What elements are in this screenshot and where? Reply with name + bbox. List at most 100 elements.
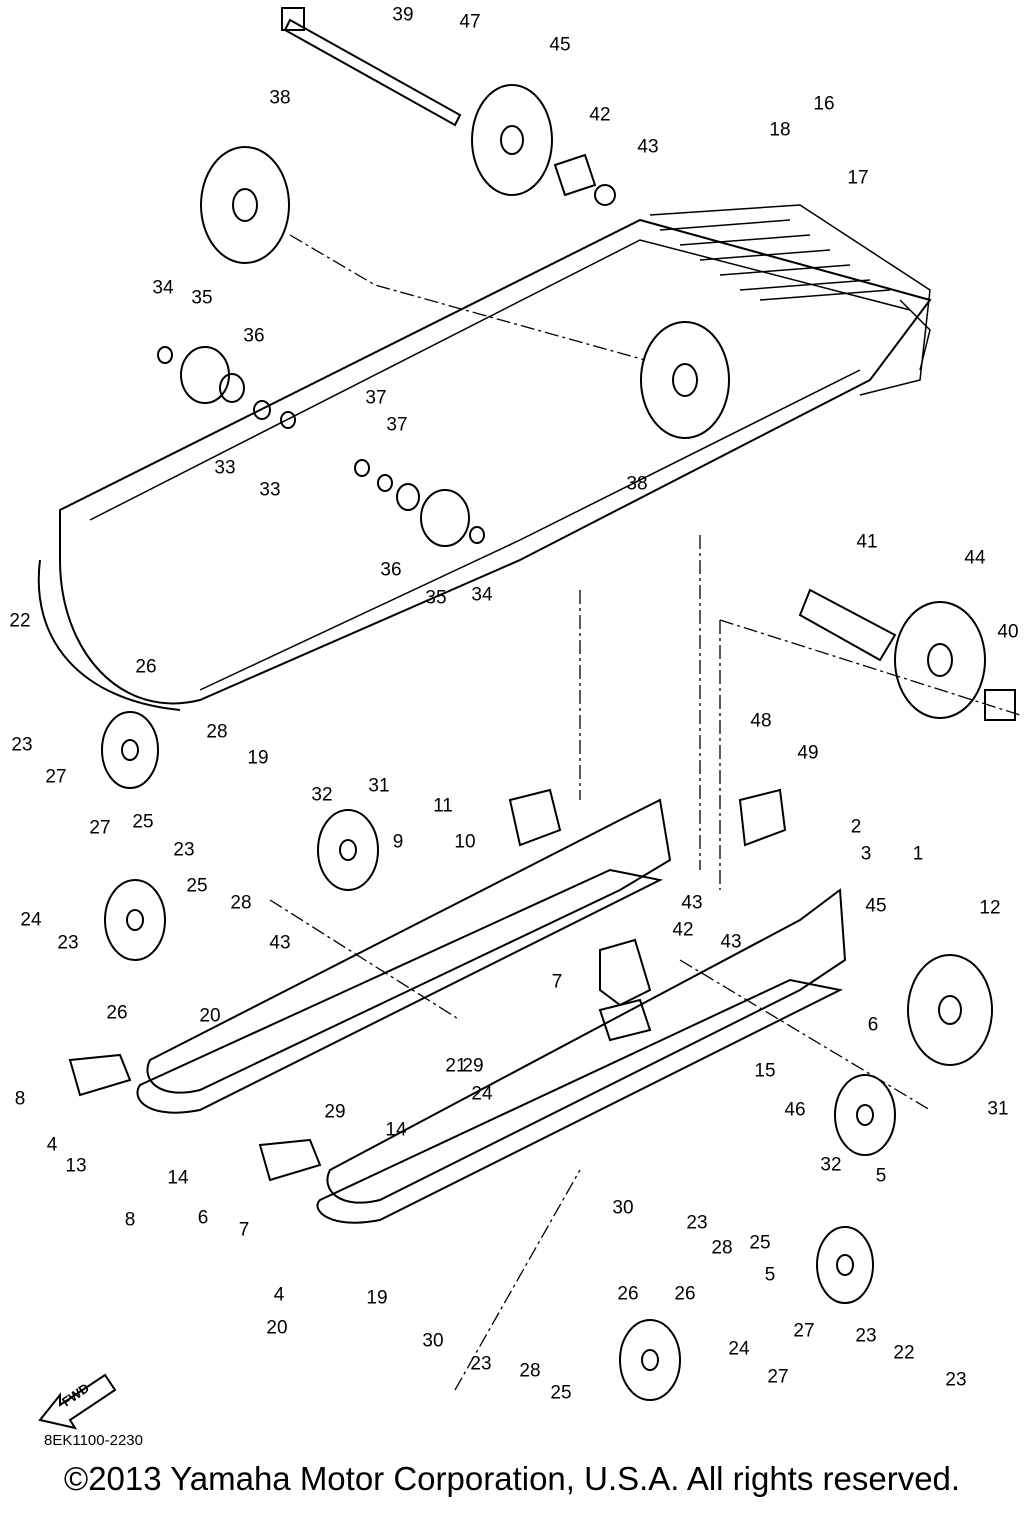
- callout-16: 16: [813, 93, 835, 115]
- callout-30: 30: [612, 1197, 634, 1219]
- fwd-arrow: FWD: [38, 1373, 117, 1430]
- callout-38: 38: [269, 87, 291, 109]
- callout-27: 27: [793, 1320, 815, 1342]
- callout-23: 23: [173, 839, 195, 861]
- callout-46: 46: [784, 1099, 806, 1121]
- callout-4: 4: [273, 1284, 285, 1306]
- callout-28: 28: [206, 721, 228, 743]
- washer-33-mid: [377, 474, 393, 492]
- callout-23: 23: [11, 734, 33, 756]
- callout-5: 5: [875, 1165, 887, 1187]
- wheel-26-a: [101, 711, 159, 789]
- stopper-6-right: [258, 1138, 322, 1182]
- callout-31: 31: [987, 1098, 1009, 1120]
- callout-48: 48: [750, 710, 772, 732]
- washer-43-upper: [594, 184, 616, 206]
- callout-14: 14: [167, 1167, 189, 1189]
- callout-33: 33: [259, 479, 281, 501]
- callout-33: 33: [214, 457, 236, 479]
- stopper-6-left: [68, 1053, 132, 1097]
- callout-6: 6: [867, 1014, 879, 1036]
- callout-28: 28: [519, 1360, 541, 1382]
- callout-22: 22: [893, 1342, 915, 1364]
- callout-5: 5: [764, 1264, 776, 1286]
- callout-35: 35: [425, 587, 447, 609]
- callout-25: 25: [550, 1382, 572, 1404]
- callout-24: 24: [471, 1083, 493, 1105]
- callout-22: 22: [9, 610, 31, 632]
- callout-45: 45: [865, 895, 887, 917]
- callout-36: 36: [380, 559, 402, 581]
- callout-27: 27: [89, 817, 111, 839]
- callout-47: 47: [459, 11, 481, 33]
- callout-26: 26: [106, 1002, 128, 1024]
- callout-43: 43: [720, 931, 742, 953]
- callout-6: 6: [197, 1207, 209, 1229]
- clip-37-upper: [280, 411, 296, 429]
- callout-34: 34: [152, 277, 174, 299]
- callout-21: 21: [445, 1055, 467, 1077]
- callout-34: 34: [471, 584, 493, 606]
- callout-12: 12: [979, 897, 1001, 919]
- callout-43: 43: [681, 892, 703, 914]
- callout-27: 27: [45, 766, 67, 788]
- callout-43: 43: [637, 136, 659, 158]
- callout-40: 40: [997, 621, 1019, 643]
- callout-13: 13: [65, 1155, 87, 1177]
- wheel-26-c: [816, 1226, 874, 1304]
- callout-41: 41: [856, 531, 878, 553]
- callout-19: 19: [366, 1287, 388, 1309]
- wheel-31-right: [834, 1074, 896, 1156]
- fwd-label: FWD: [59, 1380, 92, 1409]
- bushing-42-upper: [553, 153, 597, 197]
- callout-9: 9: [392, 831, 404, 853]
- callout-28: 28: [230, 892, 252, 914]
- callout-26: 26: [617, 1283, 639, 1305]
- callout-44: 44: [964, 547, 986, 569]
- callout-17: 17: [847, 167, 869, 189]
- copyright-notice: ©2013 Yamaha Motor Corporation, U.S.A. A…: [63, 1460, 961, 1497]
- slider-13: [598, 998, 652, 1042]
- callout-10: 10: [454, 831, 476, 853]
- callout-29: 29: [324, 1101, 346, 1123]
- callout-25: 25: [132, 811, 154, 833]
- callout-26: 26: [674, 1283, 696, 1305]
- callout-27: 27: [767, 1366, 789, 1388]
- callout-32: 32: [820, 1154, 842, 1176]
- callout-32: 32: [311, 784, 333, 806]
- bearing-35-mid: [420, 489, 470, 547]
- right-slide-rail: [316, 888, 847, 1224]
- callout-35: 35: [191, 287, 213, 309]
- callout-37: 37: [386, 414, 408, 436]
- wheel-26-b: [104, 879, 166, 961]
- callout-30: 30: [422, 1330, 444, 1352]
- callout-37: 37: [365, 387, 387, 409]
- callout-45: 45: [549, 34, 571, 56]
- callout-36: 36: [243, 325, 265, 347]
- callout-24: 24: [20, 909, 42, 931]
- upper-shaft: [281, 7, 462, 127]
- callout-23: 23: [855, 1325, 877, 1347]
- callout-2: 2: [850, 816, 862, 838]
- callout-7: 7: [551, 971, 563, 993]
- callout-23: 23: [470, 1353, 492, 1375]
- callout-23: 23: [945, 1369, 967, 1391]
- bushing-36-mid: [396, 483, 420, 511]
- wheel-45-upper: [471, 84, 553, 196]
- washer-34-mid: [469, 526, 485, 544]
- part-code: 8EK1100-2230: [44, 1432, 143, 1449]
- callout-14: 14: [385, 1119, 407, 1141]
- callout-23: 23: [686, 1212, 708, 1234]
- callout-28: 28: [711, 1237, 733, 1259]
- wheel-38-lower: [640, 321, 730, 439]
- callout-15: 15: [754, 1060, 776, 1082]
- wheel-44: [894, 601, 986, 719]
- track-lugs: [649, 204, 931, 396]
- callout-20: 20: [199, 1005, 221, 1027]
- washer-33-upper: [253, 400, 271, 420]
- callout-8: 8: [124, 1209, 136, 1231]
- wheel-26-d: [619, 1319, 681, 1401]
- callout-18: 18: [769, 119, 791, 141]
- callout-31: 31: [368, 775, 390, 797]
